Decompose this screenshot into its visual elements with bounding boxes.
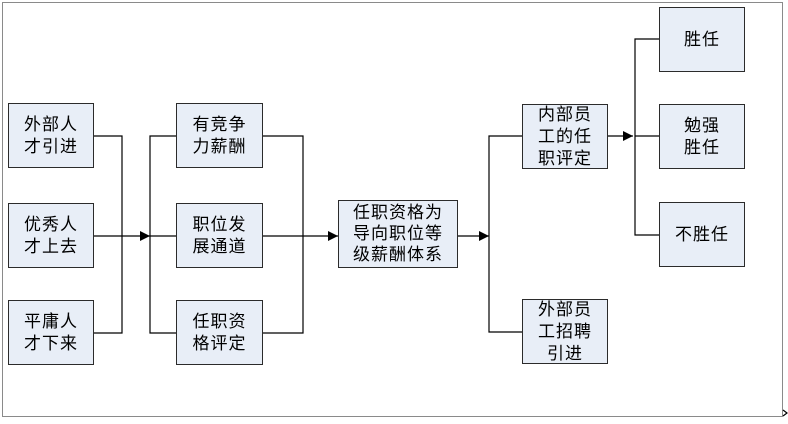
node-label: 外部人 才引进 (24, 114, 78, 157)
node-label: 任职资 格评定 (192, 311, 247, 354)
node-label: 不胜任 (675, 224, 729, 245)
node-excellent-talent: 优秀人 才上去 (8, 203, 94, 268)
bracket-mechanisms-left (149, 135, 176, 334)
node-label: 有竞争 力薪酬 (192, 114, 247, 157)
node-core-system: 任职资格为 导向职位等 级薪酬体系 (338, 200, 458, 268)
node-external-hiring: 外部员 工招聘 引进 (522, 299, 608, 364)
node-label: 内部员 工的任 职评定 (538, 104, 592, 169)
node-barely-competent: 勉强 胜任 (659, 104, 745, 169)
bracket-talent-sources (94, 135, 123, 334)
node-qualification-evaluation: 任职资 格评定 (176, 300, 263, 365)
node-competent: 胜任 (659, 7, 745, 72)
bracket-mechanisms-right (263, 135, 304, 334)
bracket-paths (488, 135, 522, 333)
node-label: 平庸人 才下来 (24, 311, 78, 354)
node-label: 优秀人 才上去 (24, 214, 78, 257)
node-label: 职位发 展通道 (192, 214, 247, 257)
bracket-outcomes (634, 38, 659, 236)
node-internal-evaluation: 内部员 工的任 职评定 (522, 104, 608, 169)
node-label: 外部员 工招聘 引进 (538, 299, 592, 364)
node-label: 任职资格为 导向职位等 级薪酬体系 (353, 202, 443, 265)
corner-mark (782, 409, 788, 417)
node-label: 胜任 (684, 29, 720, 50)
node-mediocre-talent: 平庸人 才下来 (8, 300, 94, 365)
node-career-path: 职位发 展通道 (176, 203, 263, 268)
node-competitive-pay: 有竞争 力薪酬 (176, 103, 263, 168)
diagram-frame (2, 2, 783, 417)
node-not-competent: 不胜任 (659, 202, 745, 267)
node-label: 勉强 胜任 (684, 115, 720, 158)
node-outside-talent: 外部人 才引进 (8, 103, 94, 168)
